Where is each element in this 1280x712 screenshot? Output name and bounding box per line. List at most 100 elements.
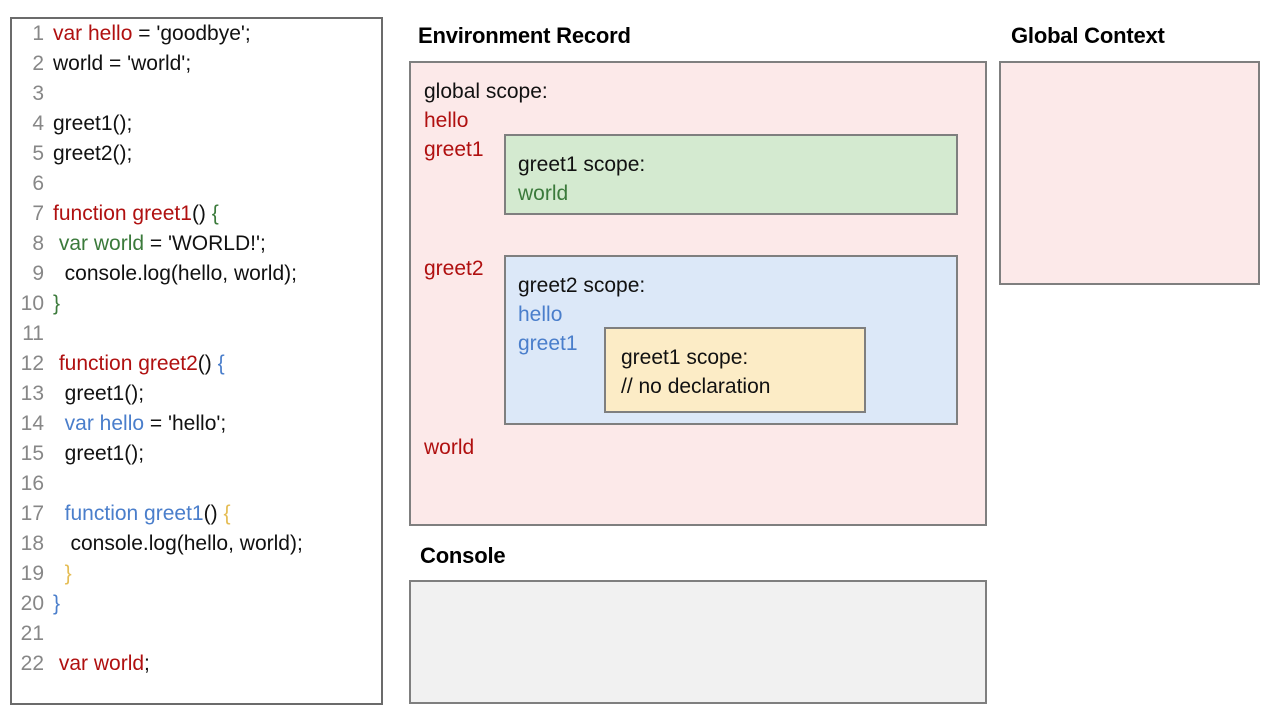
code-line-text: function greet1() { — [53, 199, 219, 229]
line-number: 22 — [20, 652, 44, 675]
code-line-text: } — [53, 289, 60, 319]
code-line[interactable]: 7 function greet1() { — [12, 199, 381, 229]
code-line-text: var world = 'WORLD!'; — [53, 229, 266, 259]
code-token: function greet1 — [53, 202, 192, 225]
code-line-text: } — [53, 589, 60, 619]
code-token: var hello — [53, 22, 133, 45]
code-line[interactable]: 10} — [12, 289, 381, 319]
line-number: 10 — [20, 292, 44, 315]
code-token: } — [53, 292, 61, 315]
code-token: var hello — [64, 412, 145, 435]
code-line[interactable]: 19 } — [12, 559, 381, 589]
line-number: 18 — [20, 532, 44, 555]
line-number: 15 — [20, 442, 44, 465]
line-number: 5 — [32, 142, 44, 165]
code-line[interactable]: 13 greet1(); — [12, 379, 381, 409]
code-line[interactable]: 20} — [12, 589, 381, 619]
code-line-text: } — [53, 559, 72, 589]
code-line-text: console.log(hello, world); — [53, 259, 297, 289]
code-line[interactable]: 15 greet1(); — [12, 439, 381, 469]
line-number: 11 — [22, 322, 44, 345]
greet2-binding-hello: hello — [518, 303, 563, 326]
code-line-text: var hello = 'hello'; — [53, 409, 227, 439]
code-token: greet2(); — [53, 142, 133, 165]
code-token: } — [64, 562, 72, 585]
code-line[interactable]: 21 — [12, 619, 381, 649]
greet1-inner-scope-note: // no declaration — [621, 375, 771, 398]
code-token: = 'hello'; — [144, 412, 227, 435]
code-line-text: world = 'world'; — [53, 49, 191, 79]
global-context-box — [999, 61, 1260, 285]
code-line[interactable]: 12 function greet2() { — [12, 349, 381, 379]
environment-record-box: global scope: hello greet1 greet2 world … — [409, 61, 987, 526]
code-token: function greet1 — [64, 502, 204, 525]
code-line-text: function greet1() { — [53, 499, 231, 529]
global-binding-world: world — [424, 436, 475, 459]
code-token: var world — [58, 652, 145, 675]
code-token: } — [53, 592, 61, 615]
code-token — [53, 502, 65, 525]
code-line[interactable]: 4 greet1(); — [12, 109, 381, 139]
greet1-binding-world: world — [518, 182, 569, 205]
code-line-text: function greet2() { — [53, 349, 225, 379]
code-token: = 'goodbye'; — [132, 22, 251, 45]
code-line[interactable]: 17 function greet1() { — [12, 499, 381, 529]
code-token: () — [197, 352, 218, 375]
code-line[interactable]: 11 — [12, 319, 381, 349]
line-number: 16 — [20, 472, 44, 495]
line-number: 4 — [32, 112, 44, 135]
code-line-text: greet1(); — [53, 109, 132, 139]
console-heading: Console — [420, 543, 506, 568]
code-token: world = 'world'; — [53, 52, 192, 75]
line-number: 20 — [20, 592, 44, 615]
code-line-text: greet1(); — [53, 379, 144, 409]
greet2-scope-box: greet2 scope: hello greet1 greet1 scope:… — [504, 255, 958, 425]
code-token: greet1(); — [53, 442, 145, 465]
code-token: console.log(hello, world); — [53, 532, 303, 555]
greet2-binding-greet1: greet1 — [518, 332, 578, 355]
code-token: greet1(); — [53, 112, 133, 135]
global-binding-greet2: greet2 — [424, 257, 484, 280]
line-number: 14 — [20, 412, 44, 435]
code-line[interactable]: 3 — [12, 79, 381, 109]
code-line[interactable]: 1 var hello = 'goodbye'; — [12, 19, 381, 49]
code-line[interactable]: 6 — [12, 169, 381, 199]
code-line-text: console.log(hello, world); — [53, 529, 303, 559]
line-number: 21 — [20, 622, 44, 645]
code-line-text: greet2(); — [53, 139, 132, 169]
line-number: 8 — [32, 232, 44, 255]
greet1-scope-title: greet1 scope: — [518, 153, 646, 176]
code-token: var world — [58, 232, 145, 255]
line-number: 17 — [20, 502, 44, 525]
code-line[interactable]: 8 var world = 'WORLD!'; — [12, 229, 381, 259]
code-line[interactable]: 9 console.log(hello, world); — [12, 259, 381, 289]
code-token: function greet2 — [58, 352, 198, 375]
line-number: 19 — [20, 562, 44, 585]
line-number: 1 — [32, 22, 44, 45]
code-line[interactable]: 22 var world; — [12, 649, 381, 679]
line-number: 9 — [32, 262, 44, 285]
code-line[interactable]: 14 var hello = 'hello'; — [12, 409, 381, 439]
line-number: 13 — [20, 382, 44, 405]
code-token: () — [191, 202, 212, 225]
global-context-heading: Global Context — [1011, 23, 1165, 48]
line-number: 3 — [32, 82, 44, 105]
greet1-scope-box: greet1 scope: world — [504, 134, 958, 215]
code-token: ; — [144, 652, 150, 675]
console-output-box — [409, 580, 987, 704]
code-line[interactable]: 5 greet2(); — [12, 139, 381, 169]
code-token: { — [211, 202, 219, 225]
global-binding-hello: hello — [424, 109, 469, 132]
code-token: console.log(hello, world); — [53, 262, 297, 285]
code-token — [53, 562, 65, 585]
global-binding-greet1: greet1 — [424, 138, 484, 161]
code-line-text: var world; — [53, 649, 150, 679]
greet2-scope-title: greet2 scope: — [518, 274, 646, 297]
code-line[interactable]: 18 console.log(hello, world); — [12, 529, 381, 559]
code-token: () — [203, 502, 224, 525]
code-token — [53, 412, 65, 435]
line-number: 7 — [32, 202, 44, 225]
code-line[interactable]: 16 — [12, 469, 381, 499]
